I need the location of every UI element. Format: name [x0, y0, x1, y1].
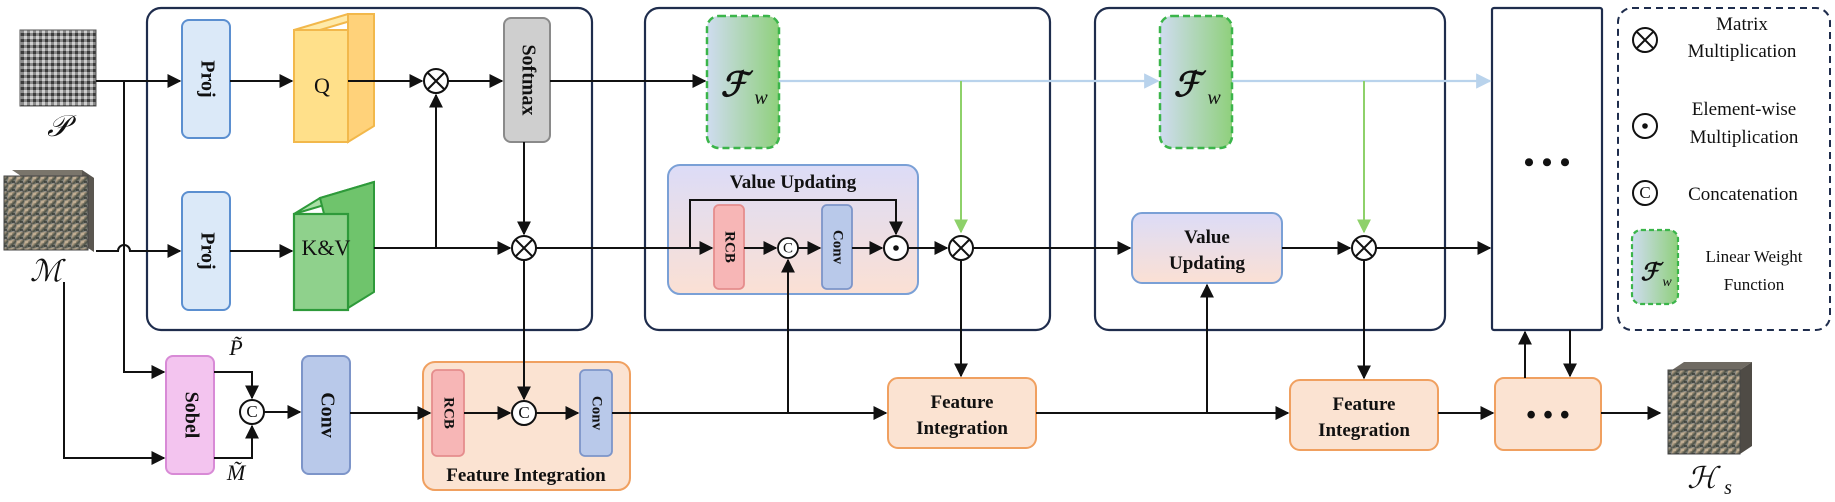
repeated-stages-panel — [1490, 6, 1604, 332]
output-image-cube — [1667, 362, 1752, 455]
conv-box-sobel — [301, 355, 351, 475]
matmul-op-4 — [1351, 235, 1377, 261]
pan-symbol: 𝒫 — [47, 110, 77, 143]
output-subscript: s — [1724, 477, 1732, 499]
rcb-label-vu: RCB — [722, 231, 738, 263]
weight-function-sub-1: w — [754, 87, 768, 109]
ms-image-cube — [3, 170, 94, 252]
legend-concat-label: Concatenation — [1688, 184, 1798, 205]
proj-top-label: Proj — [196, 60, 218, 97]
pan-image — [19, 29, 97, 107]
elementwise-op-vu — [883, 235, 909, 261]
feature-integration-title-1: Feature Integration — [446, 465, 606, 486]
legend-concat-symbol: C — [1639, 183, 1650, 202]
legend-matrix-icon — [1632, 27, 1658, 53]
pan-tilde-symbol: P̃ — [228, 335, 242, 360]
legend-elementwise-line1: Element-wise — [1692, 99, 1796, 120]
q-cuboid — [293, 13, 375, 144]
concat-op-fi-label: C — [518, 403, 529, 422]
q-label: Q — [314, 73, 330, 98]
legend-elementwise-icon — [1632, 113, 1658, 139]
sobel-box — [165, 355, 215, 475]
weight-apply-arrows — [954, 81, 1371, 234]
feature-integration-2-line2: Integration — [916, 418, 1008, 439]
matmul-op-3 — [948, 235, 974, 261]
legend-elementwise-line2: Multiplication — [1690, 127, 1799, 148]
value-updating-2-line1: Value — [1184, 227, 1230, 248]
softmax-label: Softmax — [517, 44, 539, 115]
proj-bottom-label: Proj — [196, 232, 218, 269]
legend-concat-icon — [1632, 180, 1658, 206]
kv-cuboid — [292, 180, 375, 312]
weight-function-box-2 — [1158, 14, 1234, 150]
legend-weight-line2: Function — [1724, 275, 1785, 294]
connector-arrows — [63, 74, 1662, 465]
legend-weight-icon — [1630, 228, 1680, 306]
sobel-label: Sobel — [180, 392, 202, 439]
legend-matrix-line1: Matrix — [1716, 14, 1768, 35]
matmul-op-2 — [511, 235, 537, 261]
legend-weight-sub: w — [1662, 275, 1672, 290]
kv-label: K&V — [302, 235, 351, 260]
first-update-panel — [643, 6, 1052, 332]
feature-integration-2-line1: Feature — [931, 392, 994, 413]
repeated-integration-ellipsis: • • • — [1526, 400, 1569, 431]
feature-integration-box-1 — [422, 361, 631, 491]
feature-integration-3-line1: Feature — [1333, 394, 1396, 415]
concat-op-sobel-label: C — [246, 402, 257, 421]
attention-panel — [145, 6, 594, 332]
conv-label-sobel: Conv — [316, 392, 338, 438]
conv-label-vu: Conv — [830, 230, 846, 265]
feature-integration-box-3 — [1289, 379, 1439, 451]
output-symbol: ℋ — [1687, 462, 1721, 495]
repeated-stages-ellipsis: • • • — [1524, 146, 1571, 179]
legend-matrix-line2: Multiplication — [1688, 41, 1797, 62]
second-update-panel — [1093, 6, 1447, 332]
ms-tilde-symbol: M̃ — [226, 460, 247, 485]
ms-symbol: ℳ — [30, 255, 66, 288]
value-updating-2-line2: Updating — [1169, 253, 1246, 274]
proj-top-box — [181, 19, 231, 139]
weight-function-box-1 — [705, 14, 781, 150]
value-updating-title-1: Value Updating — [730, 172, 857, 193]
conv-label-fi: Conv — [589, 396, 605, 431]
concat-op-vu-label: C — [783, 240, 793, 256]
weight-function-sub-2: w — [1207, 87, 1221, 109]
rcb-label-fi: RCB — [441, 397, 457, 429]
matmul-op-1 — [423, 68, 449, 94]
feature-integration-3-line2: Integration — [1318, 420, 1410, 441]
legend-weight-line1: Linear Weight — [1706, 247, 1803, 266]
legend-panel — [1617, 7, 1831, 331]
